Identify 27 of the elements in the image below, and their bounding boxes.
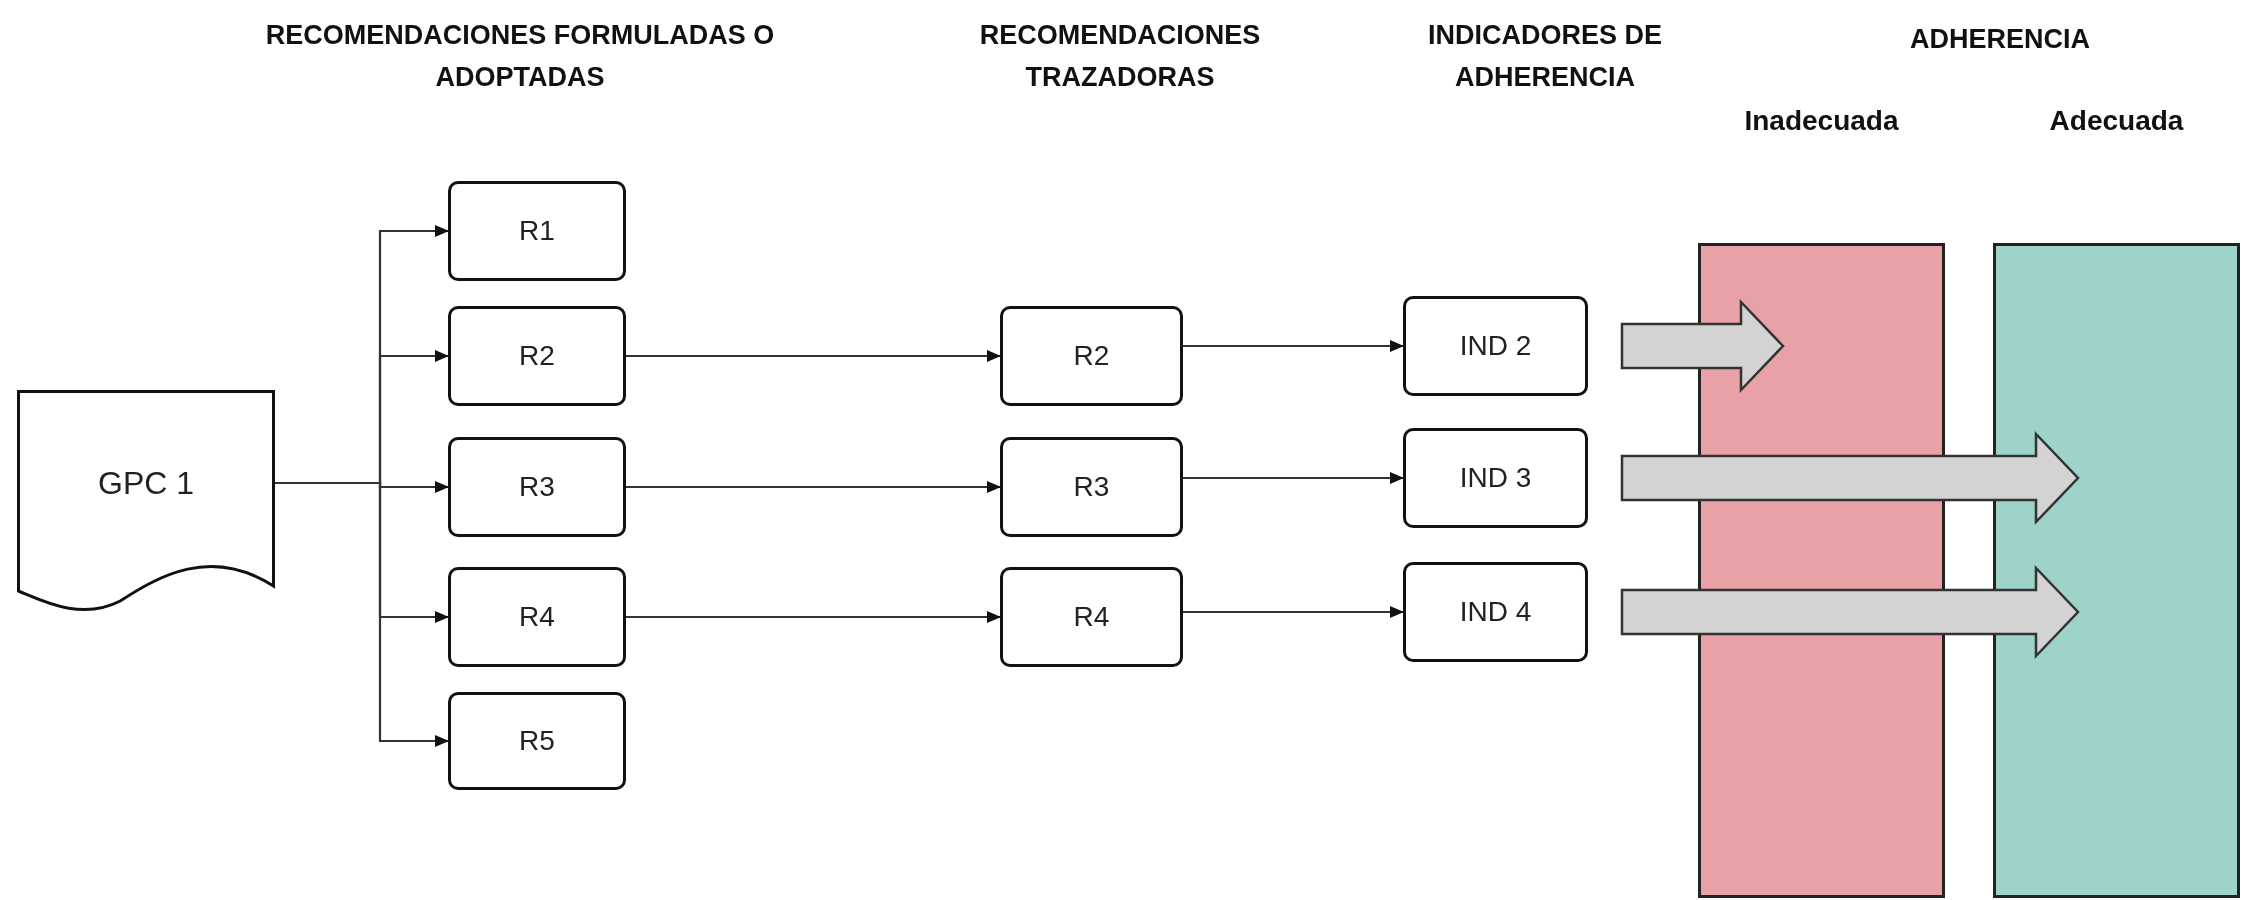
document-label: GPC 1 bbox=[98, 464, 194, 502]
block-arrow bbox=[1620, 298, 1785, 394]
column-heading: RECOMENDACIONES TRAZADORAS bbox=[978, 19, 1262, 94]
block-arrow bbox=[1620, 430, 2080, 526]
arrow bbox=[1183, 472, 1404, 484]
band-heading: Adecuada bbox=[2048, 105, 2185, 137]
column-heading: ADHERENCIA bbox=[1909, 23, 2091, 56]
process-box: R3 bbox=[1000, 437, 1183, 537]
arrow bbox=[626, 481, 1001, 493]
column-heading: RECOMENDACIONES FORMULADAS O ADOPTADAS bbox=[264, 19, 776, 94]
process-box: R2 bbox=[1000, 306, 1183, 406]
band-heading: Inadecuada bbox=[1743, 105, 1900, 137]
block-arrow bbox=[1620, 564, 2080, 660]
process-box: IND 2 bbox=[1403, 296, 1588, 396]
arrow bbox=[626, 611, 1001, 623]
arrow bbox=[1183, 606, 1404, 618]
column-heading: INDICADORES DE ADHERENCIA bbox=[1427, 19, 1663, 94]
process-box: IND 3 bbox=[1403, 428, 1588, 528]
process-box: R4 bbox=[1000, 567, 1183, 667]
process-box: IND 4 bbox=[1403, 562, 1588, 662]
process-box: R3 bbox=[448, 437, 626, 537]
process-box: R4 bbox=[448, 567, 626, 667]
process-box: R2 bbox=[448, 306, 626, 406]
process-box: R1 bbox=[448, 181, 626, 281]
arrow bbox=[626, 350, 1001, 362]
arrow bbox=[1183, 340, 1404, 352]
process-box: R5 bbox=[448, 692, 626, 790]
